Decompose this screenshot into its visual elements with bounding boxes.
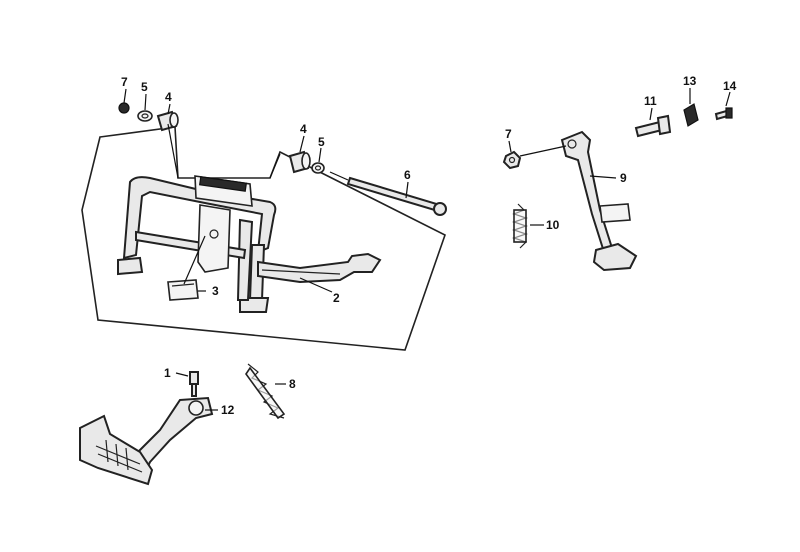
callout-10: 10	[546, 218, 560, 232]
nut-part-7-right	[502, 150, 522, 170]
callout-4-center: 4	[300, 122, 307, 136]
pivot-shaft-part-6	[346, 176, 447, 216]
callout-9: 9	[620, 171, 627, 185]
spring-part-8	[245, 363, 286, 420]
bushing-set-upper-left	[118, 102, 179, 132]
rubber-stopper-part-3	[167, 279, 199, 301]
bolt-part-11	[634, 114, 672, 138]
bolt-part-1	[189, 371, 199, 397]
leader-lines	[123, 88, 731, 411]
callout-5-left: 5	[141, 80, 148, 94]
screw-part-14	[714, 107, 733, 121]
plate-part-13	[683, 103, 699, 127]
callout-7-left: 7	[121, 75, 128, 89]
callout-7-right: 7	[505, 127, 512, 141]
callout-12: 12	[221, 403, 235, 417]
callout-14: 14	[723, 79, 737, 93]
callout-11: 11	[644, 94, 657, 108]
spring-part-10	[512, 203, 528, 249]
callout-5-center: 5	[318, 135, 325, 149]
bushing-set-center	[288, 150, 325, 174]
callout-1: 1	[164, 366, 171, 380]
callout-labels: 7 5 4 4 5 6 7 9 10 11 13 14 3 2 1 8 12	[121, 74, 737, 417]
callout-3: 3	[212, 284, 219, 298]
callout-13: 13	[683, 74, 697, 88]
main-stand	[117, 175, 382, 313]
assembly-boundary	[81, 126, 446, 351]
callout-8: 8	[289, 377, 296, 391]
callout-6: 6	[404, 168, 411, 182]
side-stand-part-9	[560, 130, 638, 272]
callout-2: 2	[333, 291, 340, 305]
kick-starter-arm-part-12	[79, 396, 214, 486]
callout-4-left: 4	[165, 90, 172, 104]
